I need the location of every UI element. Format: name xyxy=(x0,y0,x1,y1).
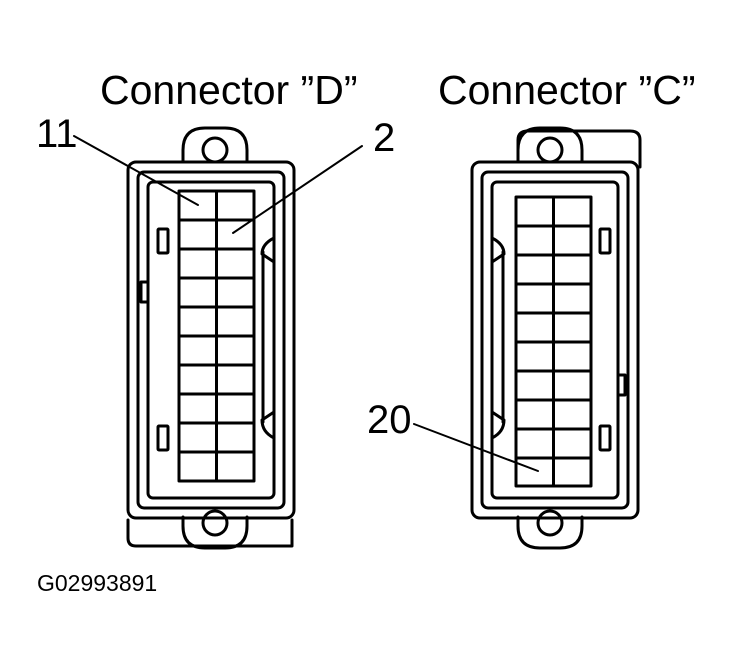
connector-c-pin-grid xyxy=(514,195,593,488)
figure-id: G02993891 xyxy=(37,570,158,596)
connector-d-top-ear-hole xyxy=(201,136,229,164)
connector-d-back-outline xyxy=(126,518,294,548)
connector-c-housing xyxy=(470,160,640,520)
pin-11-callout: 11 xyxy=(36,112,78,156)
connector-c-back-outline xyxy=(516,129,642,169)
connector-c-locking-latch xyxy=(490,236,506,440)
connector-c-top-ear xyxy=(516,126,584,164)
connector-d-key-slot-bottom xyxy=(156,424,170,452)
connector-c-key-slot-top xyxy=(598,227,612,255)
connector-d-inner-ridge xyxy=(136,170,286,510)
connector-d xyxy=(73,126,363,550)
connector-d-bottom-ear xyxy=(181,515,249,550)
pin-20-callout: 20 xyxy=(367,398,412,442)
leader-line-pin-2 xyxy=(232,145,363,234)
connector-d-bottom-ear-hole xyxy=(201,509,229,537)
connector-c-key-slot-bottom xyxy=(598,424,612,452)
connector-c-top-ear-hole xyxy=(536,136,564,164)
connector-c-bottom-ear xyxy=(516,515,584,550)
connector-d-key-slot-top xyxy=(156,227,170,255)
connector-c-side-notch xyxy=(616,373,627,397)
connector-c-title: Connector ”C” xyxy=(438,67,696,113)
connector-d-side-notch xyxy=(139,280,150,304)
connector-d-title: Connector ”D” xyxy=(100,67,358,113)
connector-c-bottom-ear-hole xyxy=(536,509,564,537)
connector-d-locking-latch xyxy=(260,236,276,440)
connector-c-inner-ridge xyxy=(480,170,630,510)
connector-d-top-ear xyxy=(181,126,249,164)
connector-d-pin-grid xyxy=(177,189,256,483)
pin-2-callout: 2 xyxy=(373,116,396,160)
connector-c xyxy=(413,126,642,550)
connector-d-housing xyxy=(126,160,296,520)
leader-line-pin-11 xyxy=(73,135,199,206)
leader-line-pin-20 xyxy=(413,423,539,472)
